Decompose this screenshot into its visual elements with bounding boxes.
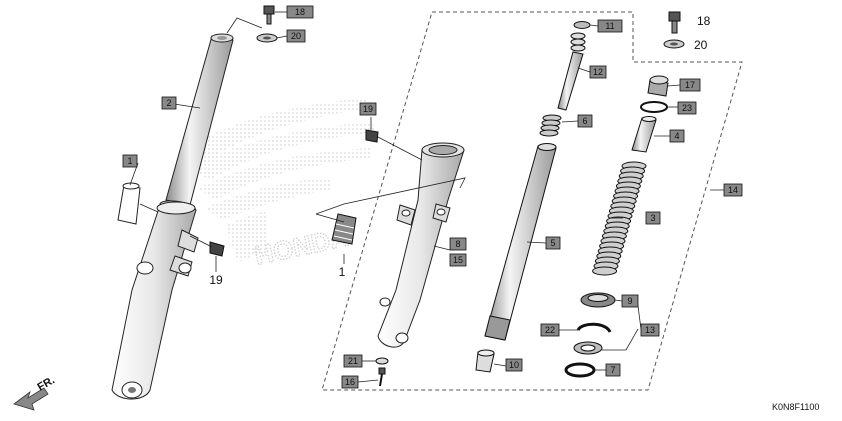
svg-text:18: 18 — [295, 7, 305, 17]
callout-4-box: 4 — [669, 129, 685, 143]
svg-text:1: 1 — [127, 156, 132, 166]
svg-text:2: 2 — [166, 98, 171, 108]
svg-text:8: 8 — [455, 239, 460, 249]
callout-11-box: 11 — [597, 19, 623, 33]
callout-15-box: 15 — [449, 253, 467, 267]
callout-5-box: 5 — [545, 236, 561, 250]
svg-text:5: 5 — [550, 238, 555, 248]
svg-text:11: 11 — [605, 21, 614, 31]
svg-text:12: 12 — [593, 67, 603, 77]
callout-20-box: 20 — [286, 29, 306, 43]
callout-12-box: 12 — [589, 65, 607, 79]
callout-18-box: 18 — [286, 5, 314, 19]
socket-bolt-and-washer — [375, 357, 389, 387]
damper-rod-parts — [475, 21, 591, 373]
svg-text:21: 21 — [348, 356, 358, 366]
svg-text:10: 10 — [509, 360, 519, 370]
callout-17-box: 17 — [679, 78, 701, 92]
callout-19-plain: 19 — [209, 273, 223, 287]
svg-text:22: 22 — [545, 325, 555, 335]
honda-wing-watermark: HONDA — [185, 98, 375, 271]
callout-18-plain: 18 — [697, 14, 711, 28]
svg-text:3: 3 — [650, 213, 655, 223]
callout-1-box: 1 — [122, 154, 138, 168]
svg-text:19: 19 — [363, 104, 373, 114]
fork-spring-stack — [564, 11, 685, 378]
left-drain-bolt — [189, 235, 225, 257]
callout-6-box: 6 — [577, 114, 593, 128]
callout-1-plain: 1 — [339, 265, 346, 279]
svg-text:14: 14 — [728, 185, 738, 195]
svg-text:4: 4 — [674, 131, 679, 141]
callout-7-box: 7 — [605, 363, 621, 377]
front-direction-label: FR. — [36, 374, 57, 393]
svg-text:17: 17 — [685, 80, 695, 90]
right-reflector — [331, 213, 357, 245]
assembly-boundary-outline — [321, 11, 743, 391]
callout-2-box: 2 — [161, 96, 177, 110]
svg-text:13: 13 — [645, 325, 655, 335]
diagram-code: K0N8F1100 — [772, 402, 819, 412]
left-fork-assembly — [111, 33, 234, 400]
svg-text:7: 7 — [610, 365, 615, 375]
svg-text:23: 23 — [682, 103, 692, 113]
callout-23-box: 23 — [677, 101, 697, 115]
callout-20-plain: 20 — [694, 38, 708, 52]
callout-10-box: 10 — [505, 358, 523, 372]
callout-3-box: 3 — [645, 211, 661, 225]
front-direction-arrow: FR. — [13, 374, 57, 411]
callout-16-box: 16 — [341, 375, 359, 389]
svg-text:9: 9 — [627, 296, 632, 306]
callout-14-box: 14 — [723, 183, 743, 197]
callout-21-box: 21 — [343, 354, 363, 368]
callout-9-box: 9 — [621, 294, 639, 308]
top-bolt-left — [226, 5, 278, 43]
callout-22-box: 22 — [540, 323, 560, 337]
fork-spring — [592, 161, 647, 276]
spring-coil — [592, 266, 618, 276]
right-drain-bolt — [365, 129, 379, 143]
callout-8-box: 8 — [449, 237, 467, 251]
left-reflector — [117, 184, 141, 225]
callout-19-box: 19 — [359, 102, 377, 116]
svg-text:16: 16 — [345, 377, 355, 387]
svg-text:6: 6 — [582, 116, 587, 126]
left-fork-slider — [111, 200, 197, 400]
right-fork-slider-assembly — [315, 129, 466, 348]
svg-text:20: 20 — [291, 31, 301, 41]
callout-13-box: 13 — [640, 323, 660, 337]
svg-text:15: 15 — [453, 255, 463, 265]
